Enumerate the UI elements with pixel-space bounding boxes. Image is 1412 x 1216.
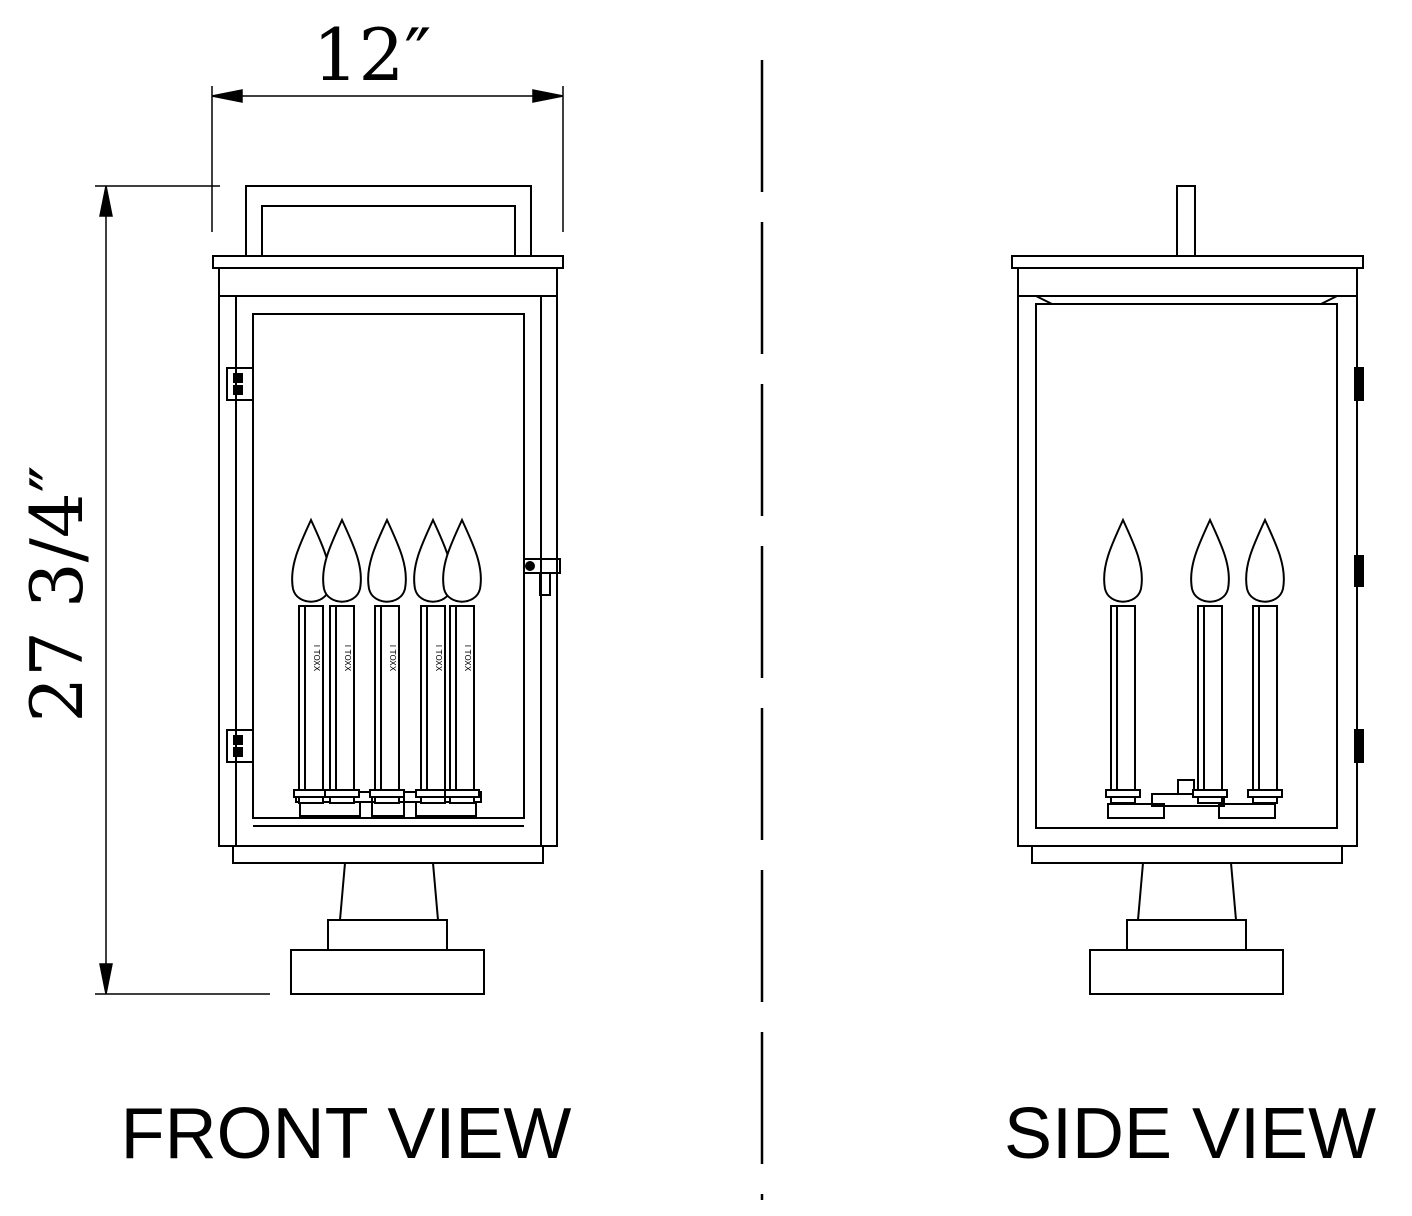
front-post-collar [327, 919, 448, 951]
side-glass-panel [1035, 303, 1338, 829]
candle-sleeve [374, 605, 400, 791]
side-view-lantern [1011, 185, 1364, 995]
height-dimension-label: 27 3/4″ [15, 465, 99, 722]
height-arrow-top [99, 185, 113, 217]
candle: I TOXX [291, 517, 331, 804]
side-hinge-bottom [1354, 729, 1364, 763]
candle-sleeve [1252, 605, 1278, 791]
candle-sleeve-text: I TOXX [312, 645, 321, 672]
front-roof-top [212, 255, 564, 269]
front-hinge-bottom [226, 729, 254, 763]
candle-bulb [322, 517, 362, 603]
side-view-label: SIDE VIEW [1004, 1094, 1376, 1174]
side-candle-group [1103, 517, 1285, 804]
front-handle-inner [261, 205, 516, 256]
height-dimension [95, 185, 270, 995]
candle-sleeve [1197, 605, 1223, 791]
front-cluster-base-left [299, 801, 361, 817]
width-arrow-right [532, 89, 564, 103]
candle-bulb [291, 517, 331, 603]
width-dimension-label: 12″ [313, 13, 432, 97]
candle-cup-base [329, 796, 355, 804]
candle-sleeve [329, 605, 355, 791]
front-roof-band [218, 267, 558, 297]
candle: I TOXX [442, 517, 482, 804]
side-latch [1354, 555, 1364, 587]
front-view-lantern [212, 185, 564, 995]
side-cluster-base-right [1218, 803, 1276, 819]
candle [1103, 517, 1143, 804]
front-candle-group: I TOXX I TOXX I TOXX I TOXX I TOXX [291, 517, 482, 804]
candle-cup [1105, 789, 1141, 798]
candle-cup-base [449, 796, 475, 804]
side-roof-band [1017, 267, 1358, 297]
candle-cup-base [1197, 796, 1223, 804]
candle-sleeve [298, 605, 324, 791]
side-body-frame [1017, 295, 1358, 847]
side-frame-corner-tr [1320, 295, 1338, 305]
candle-bulb [1245, 517, 1285, 603]
side-handle-stem [1176, 185, 1196, 257]
front-post-base [290, 949, 485, 995]
candle-cup-base [374, 796, 400, 804]
candle-bulb [442, 517, 482, 603]
height-arrow-bottom [99, 963, 113, 995]
candle: I TOXX [322, 517, 362, 804]
candle-bulb [367, 517, 407, 603]
side-post-base [1089, 949, 1284, 995]
candle-cup [444, 789, 480, 798]
front-handle-outer [245, 185, 532, 256]
candle-sleeve [449, 605, 475, 791]
candle-sleeve-text: I TOXX [343, 645, 352, 672]
side-post-neck [1136, 862, 1238, 921]
front-cluster-base-right [415, 801, 477, 817]
width-arrow-left [211, 89, 243, 103]
candle-cup-base [298, 796, 324, 804]
front-door-latch [523, 558, 561, 596]
side-cluster-socket [1177, 779, 1195, 795]
side-base-ledge [1031, 845, 1343, 864]
candle-cup-base [420, 796, 446, 804]
candle-cup-base [1252, 796, 1278, 804]
width-dimension [211, 86, 564, 232]
candle [1190, 517, 1230, 804]
candle-sleeve [1110, 605, 1136, 791]
candle-cup [369, 789, 405, 798]
candle-sleeve-text: I TOXX [388, 645, 397, 672]
candle-bulb [1190, 517, 1230, 603]
side-roof-top [1011, 255, 1364, 269]
front-post-neck [338, 862, 440, 921]
candle-cup [1247, 789, 1283, 798]
candle-bulb [1103, 517, 1143, 603]
side-hinge-top [1354, 367, 1364, 401]
candle-sleeve-text: I TOXX [434, 645, 443, 672]
side-frame-corner-tl [1035, 295, 1053, 305]
front-hinge-top [226, 367, 254, 401]
candle-cup [293, 789, 329, 798]
candle-cup [324, 789, 360, 798]
candle-cup [1192, 789, 1228, 798]
side-post-collar [1126, 919, 1247, 951]
front-view-label: FRONT VIEW [121, 1094, 572, 1174]
candle-sleeve-text: I TOXX [463, 645, 472, 672]
front-base-ledge [232, 845, 544, 864]
candle [1245, 517, 1285, 804]
candle-cup-base [1110, 796, 1136, 804]
candle-sleeve [420, 605, 446, 791]
candle: I TOXX [367, 517, 407, 804]
